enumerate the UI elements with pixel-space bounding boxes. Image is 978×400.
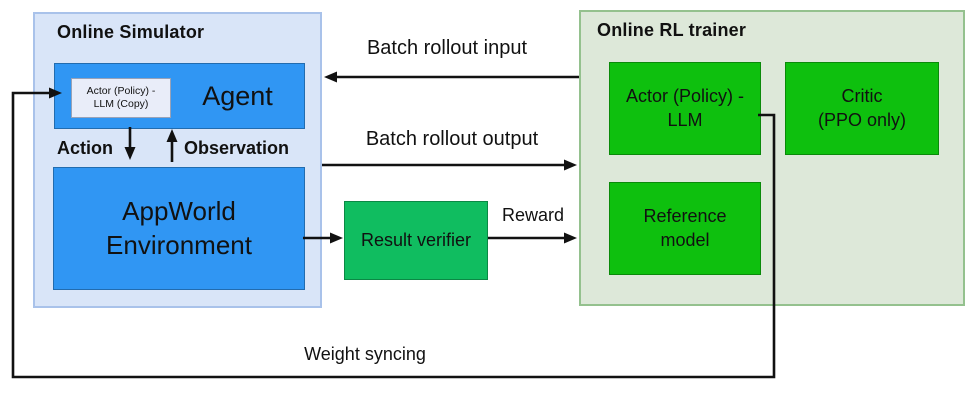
online-simulator-panel: Online Simulator Actor (Policy) - LLM (C… bbox=[33, 12, 322, 308]
action-label: Action bbox=[57, 138, 113, 158]
agent-box: Actor (Policy) - LLM (Copy) Agent bbox=[54, 63, 305, 129]
reference-model-box: Reference model bbox=[609, 182, 761, 275]
batch-rollout-input-label: Batch rollout input bbox=[366, 37, 528, 59]
actor-policy-llm-box: Actor (Policy) - LLM bbox=[609, 62, 761, 155]
result-verifier-box: Result verifier bbox=[344, 201, 488, 280]
actor-policy-llm-copy-box: Actor (Policy) - LLM (Copy) bbox=[71, 78, 171, 118]
appworld-environment-box: AppWorld Environment bbox=[53, 167, 305, 290]
agent-label: Agent bbox=[202, 80, 273, 111]
batch-rollout-output-label: Batch rollout output bbox=[365, 128, 539, 150]
reward-label: Reward bbox=[501, 205, 565, 225]
weight-syncing-label: Weight syncing bbox=[304, 344, 426, 364]
online-rl-trainer-panel: Online RL trainer Actor (Policy) - LLM C… bbox=[579, 10, 965, 306]
simulator-title: Online Simulator bbox=[57, 22, 205, 42]
trainer-title: Online RL trainer bbox=[597, 20, 747, 40]
critic-ppo-box: Critic (PPO only) bbox=[785, 62, 939, 155]
observation-label: Observation bbox=[184, 138, 290, 158]
